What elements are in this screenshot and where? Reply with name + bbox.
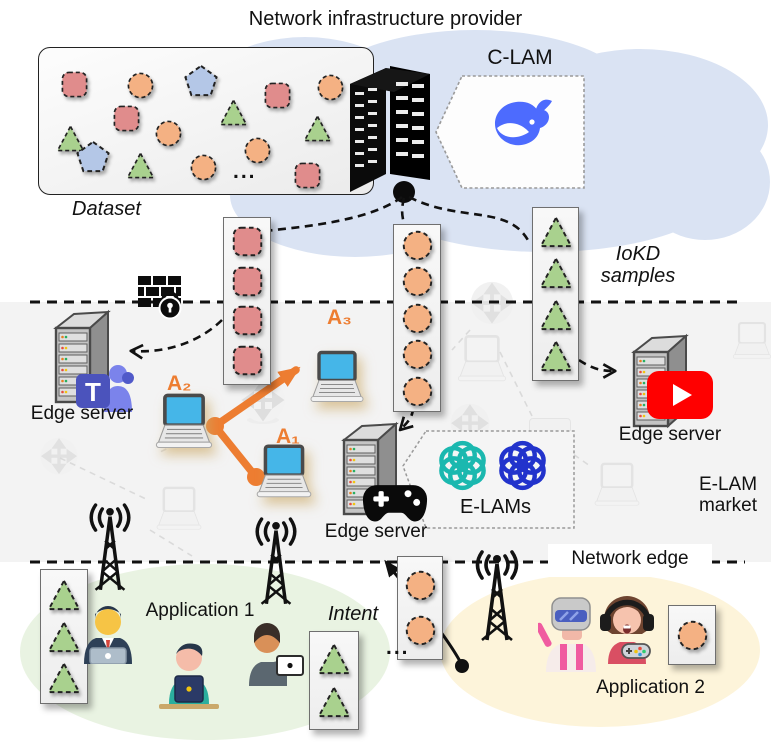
circle-sample [316,73,345,102]
iokd-samples-label: IoKD samples [600,243,676,288]
kd-strip-orange-circles [393,224,441,412]
ghost-router-icon [40,437,78,475]
youtube-icon [647,371,713,419]
square-sample [231,225,264,258]
edge-server-right-label: Edge server [618,424,722,445]
circle-sample [404,569,437,602]
clam-label: C-LAM [487,46,553,69]
user-laptop-icon [249,623,304,686]
ghost-router-icon [470,281,514,325]
openai-logo-blue-icon [499,440,546,491]
triangle-sample [317,685,351,719]
agent-laptop-a3 [310,350,364,402]
intent-label: Intent [328,603,379,625]
triangle-sample [303,114,332,143]
ghost-laptop-icon [457,334,507,382]
cell-tower-icon [89,503,131,591]
cell-tower-icon [255,517,297,605]
circle-sample [401,338,434,371]
agent-a1-label: A₁ [276,425,300,448]
agent-a2-label: A₂ [167,372,192,395]
triangle-sample [47,578,81,612]
circle-sample [126,71,155,100]
square-sample [231,344,264,377]
circle-sample [676,619,709,652]
openai-logo-teal-icon [439,440,486,491]
elams-label: E-LAMs [459,496,532,518]
application1-label: Application 1 [145,600,255,621]
circle-sample [154,119,183,148]
app1-strip-left [40,569,88,704]
kd-strip-green-triangles [532,207,579,381]
circle-sample [243,136,272,165]
circle-sample [189,153,218,182]
user-developer-icon [159,643,219,709]
triangle-sample [56,124,85,153]
app2-strip [668,605,716,665]
square-sample [112,104,141,133]
elam-market-label: E-LAM market [698,474,758,517]
circle-sample [401,265,434,298]
edge-server-left-label: Edge server [30,403,134,424]
triangle-sample [219,98,248,127]
square-sample [231,265,264,298]
triangle-sample [47,620,81,654]
circle-sample [401,375,434,408]
svg-text:T: T [85,377,101,407]
user-gamer-headset-icon [600,596,654,664]
agent-a3-label: A₃ [327,306,352,329]
agent-laptop-a2 [155,393,213,449]
dataset-label: Dataset [72,198,141,220]
square-sample [263,81,292,110]
kd-strip-red-squares [223,217,271,385]
elams-callout [402,430,575,529]
triangle-sample [126,151,155,180]
teams-icon: T [76,365,134,412]
edge-server-center-label: Edge server [324,521,428,542]
user-vr-headset-icon [538,597,596,672]
triangle-sample [538,215,573,249]
triangle-sample [538,298,573,332]
dataset-ellipsis: ... [233,160,257,183]
pentagon-sample [184,64,218,98]
dataset-box [38,47,374,195]
triangle-sample [538,339,573,373]
triangle-sample [47,661,81,695]
game-controller-icon [362,485,428,522]
user-businessman-icon [84,606,132,664]
circle-sample [401,229,434,262]
clam-server-rack-icon [350,66,430,203]
square-sample [293,161,322,190]
deepseek-whale-icon [494,99,552,146]
ghost-laptop-icon [156,486,202,530]
application2-label: Application 2 [596,677,705,698]
app1-strip-right [309,631,359,730]
circle-sample [401,302,434,335]
agent-laptop-a1 [256,444,312,498]
cell-tower-icon [475,550,519,642]
ghost-laptop-icon [732,321,771,359]
square-sample [60,70,89,99]
intent-ellipsis: ... [386,636,410,659]
pentagon-sample [76,140,110,174]
edge-server-left-icon [53,309,111,405]
ghost-laptop-icon [594,462,640,506]
page-title: Network infrastructure provider [248,8,523,30]
square-sample [231,304,264,337]
triangle-sample [317,642,351,676]
network-edge-label: Network edge [571,548,689,569]
triangle-sample [538,256,573,290]
firewall-icon [138,276,182,320]
